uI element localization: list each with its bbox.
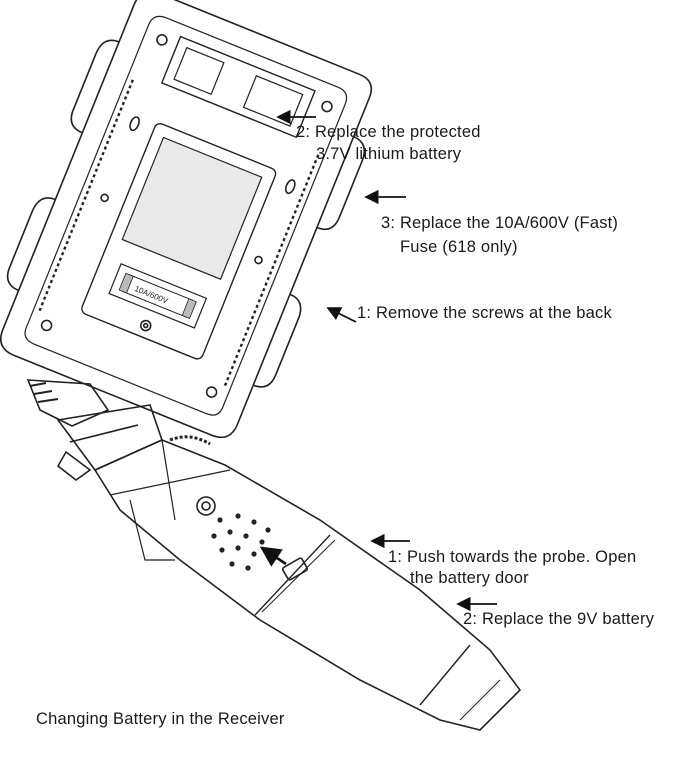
callout-lithium-battery-line1: 2: Replace the protected [296,123,481,141]
arrow-screws [326,307,357,323]
arrow-push-latch [259,546,287,567]
callout-fuse-line1: 3: Replace the 10A/600V (Fast) [381,214,619,232]
callout-fuse-line2: Fuse (618 only) [400,238,518,256]
callout-remove-screws: 1: Remove the screws at the back [357,304,612,322]
figure-caption: Changing Battery in the Receiver [36,710,285,728]
callout-lithium-battery-line2: 3.7V lithium battery [316,145,462,163]
receiver-illustration [26,379,522,731]
callout-battery-door-line1: 1: Push towards the probe. Open [388,548,637,566]
meter-back-illustration: 10A/600V [0,0,373,439]
callout-replace-9v-battery: 2: Replace the 9V battery [463,610,655,628]
callout-battery-door-line2: the battery door [410,569,529,587]
